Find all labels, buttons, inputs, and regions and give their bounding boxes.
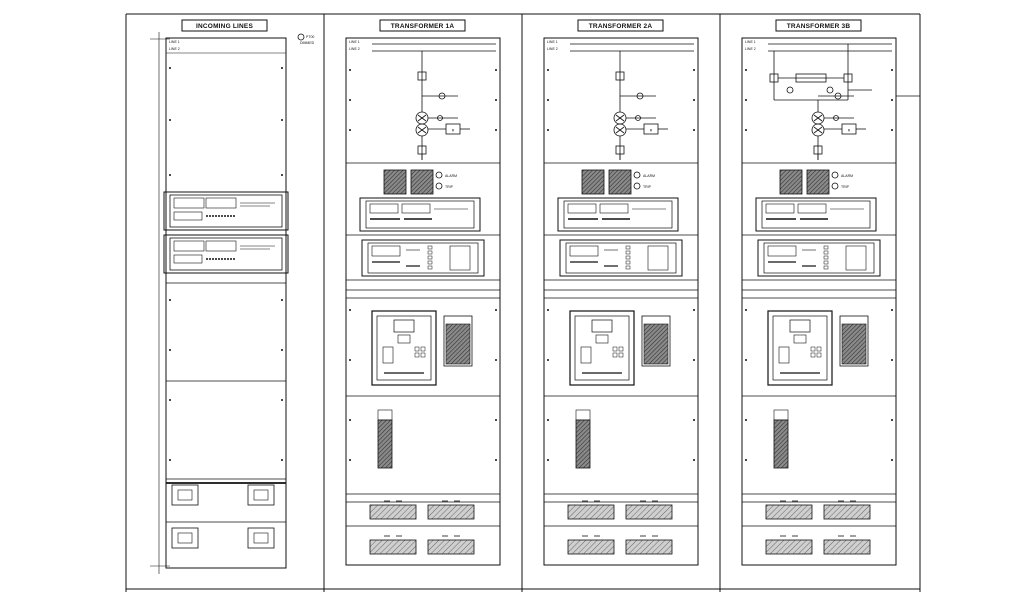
- section-title-t1a: TRANSFORMER 1A: [391, 23, 455, 30]
- section-title-incoming: INCOMING LINES: [196, 23, 253, 30]
- incoming-terminal-blocks: [166, 482, 286, 549]
- drawing-frame: [125, 13, 921, 592]
- section-title-t3b: TRANSFORMER 3B: [787, 23, 851, 30]
- top-label-line2: LINE 2: [349, 47, 360, 51]
- indicator-alarm: ALARM: [445, 174, 457, 178]
- top-label-line1: LINE 1: [547, 40, 558, 44]
- transformer-section-t1a: TRANSFORMER 1A LINE 1 LINE 2 R ALARM TRIP: [345, 19, 501, 566]
- indicator-trip: TRIP: [841, 185, 850, 189]
- single-line-diagram: R: [613, 51, 668, 160]
- incoming-relay-2: [163, 234, 289, 274]
- indicator-alarm: ALARM: [841, 174, 853, 178]
- single-line-diagram: R: [769, 44, 872, 160]
- svg-text:R: R: [452, 129, 455, 133]
- incoming-lines-section: INCOMING LINES PT00 DIMMED LINE 1 LINE 2: [150, 19, 315, 574]
- top-label-line2: LINE 2: [169, 47, 180, 51]
- top-label-line2: LINE 2: [547, 47, 558, 51]
- indicator-alarm: ALARM: [643, 174, 655, 178]
- top-label-line1: LINE 1: [349, 40, 360, 44]
- section-title-t2a: TRANSFORMER 2A: [589, 23, 653, 30]
- top-label-line1: LINE 1: [745, 40, 756, 44]
- svg-text:R: R: [650, 129, 653, 133]
- svg-text:R: R: [848, 129, 851, 133]
- indicator-trip: TRIP: [643, 185, 652, 189]
- side-label-2: DIMMED: [300, 41, 315, 45]
- incoming-relay-1: [163, 191, 289, 231]
- transformer-section-t2a: TRANSFORMER 2A LINE 1 LINE 2 R ALARM TRIP: [543, 19, 699, 566]
- indicator-trip: TRIP: [445, 185, 454, 189]
- transformer-section-t3b: TRANSFORMER 3B LINE 1 LINE 2 R ALARM TRIP: [741, 19, 897, 566]
- side-label: PT00: [306, 35, 314, 39]
- top-label-line2: LINE 2: [745, 47, 756, 51]
- single-line-diagram: R: [415, 51, 470, 160]
- top-label-line1: LINE 1: [169, 40, 180, 44]
